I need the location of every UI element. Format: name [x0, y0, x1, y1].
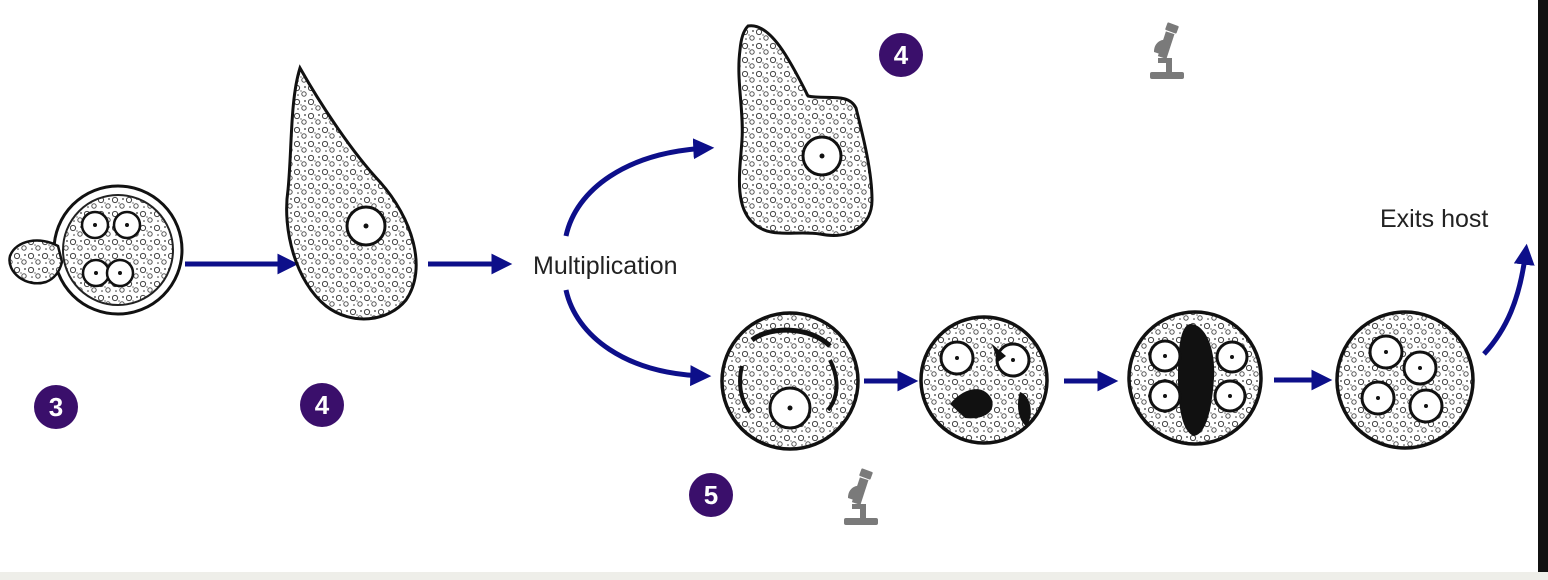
- svg-text:3: 3: [49, 392, 63, 422]
- immature-cyst-1: [720, 311, 860, 451]
- stage-badge-4: 4: [300, 383, 344, 427]
- multiplication-label: Multiplication: [533, 252, 678, 280]
- bottom-strip: [0, 572, 1548, 580]
- microscope-icon: [1150, 22, 1184, 79]
- stage-badge-5: 5: [689, 473, 733, 517]
- excysting-protrusion: [8, 239, 64, 285]
- mature-cyst: [8, 184, 184, 316]
- trophozoite: [285, 64, 418, 321]
- arrow-exits-host: [1482, 243, 1535, 356]
- arrow-to-trophozoites: [563, 138, 715, 237]
- microscope-icon: [844, 468, 878, 525]
- stage-badge-3: 3: [34, 385, 78, 429]
- immature-cyst-3: [1127, 310, 1263, 446]
- mature-cyst-quadrinucleate: [1335, 310, 1475, 450]
- exits-host-label: Exits host: [1380, 205, 1488, 233]
- immature-cyst-2: [919, 315, 1049, 445]
- trophozoite-top: [737, 24, 874, 237]
- svg-text:4: 4: [315, 390, 330, 420]
- svg-text:4: 4: [894, 40, 909, 70]
- svg-text:5: 5: [704, 480, 718, 510]
- arrow-to-cysts: [563, 289, 712, 387]
- stage-badge-4-top: 4: [879, 33, 923, 77]
